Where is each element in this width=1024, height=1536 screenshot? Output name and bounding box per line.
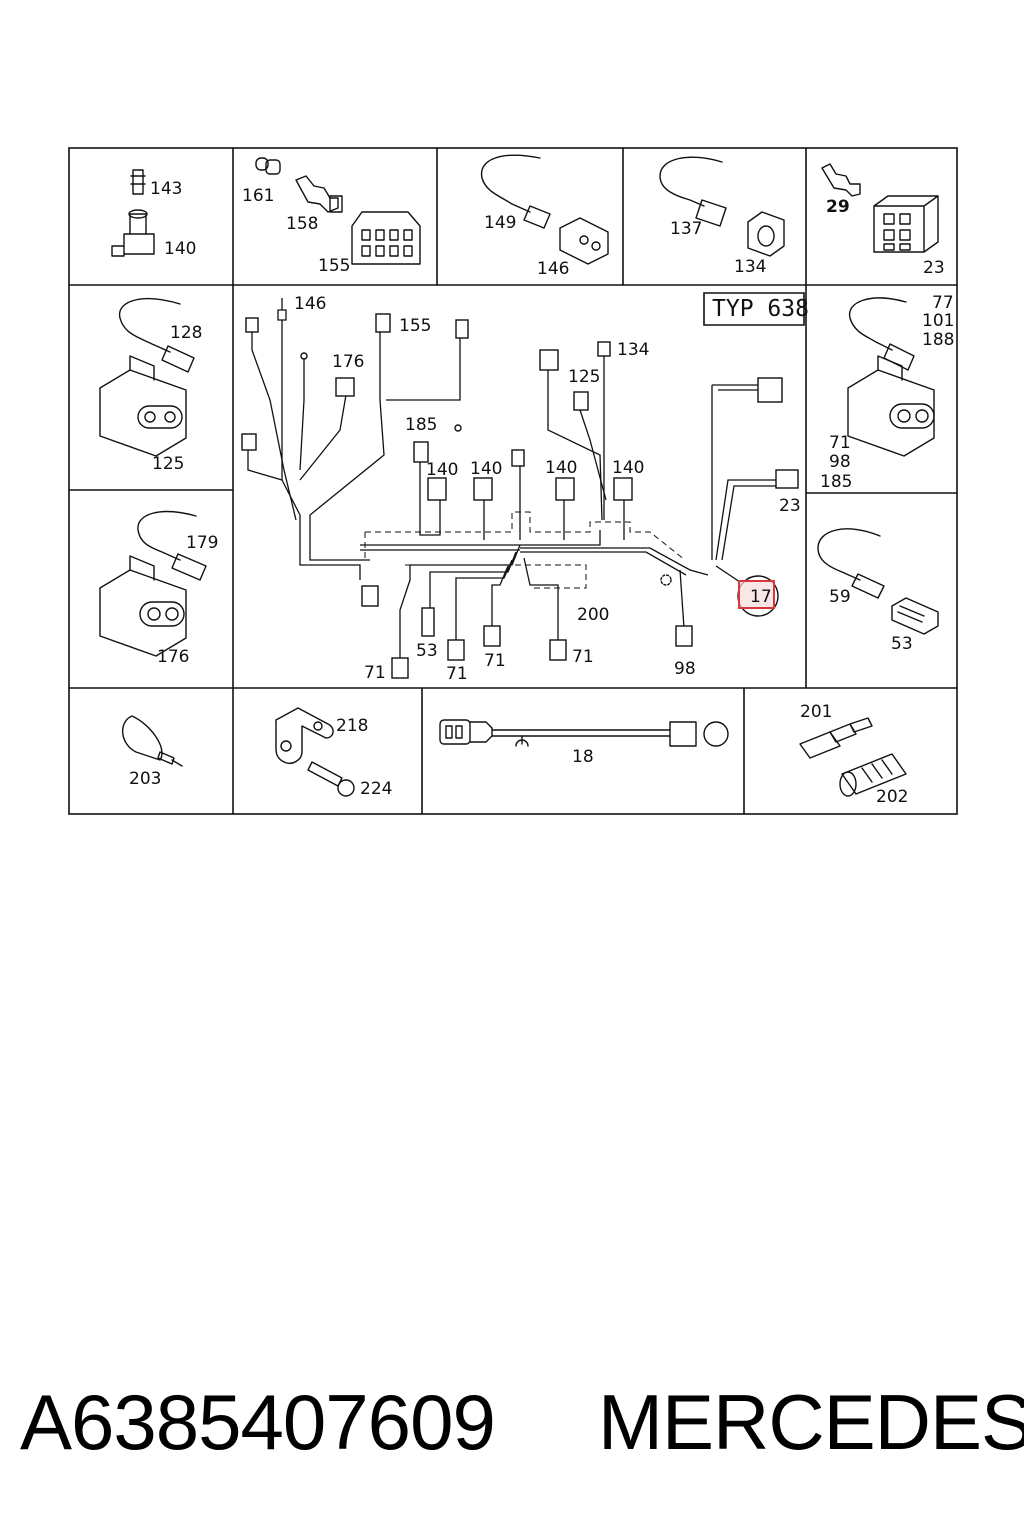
part-125-connector: 125 <box>99 355 187 474</box>
label-harness-98: 98 <box>674 659 696 679</box>
label-202: 202 <box>876 787 908 807</box>
part-155-connector: 155 <box>318 211 421 276</box>
part-218-bracket: 218 <box>275 707 368 764</box>
part-202-fitting: 202 <box>839 753 908 807</box>
part-59-lead: 59 <box>817 528 885 607</box>
part-224-bolt: 224 <box>307 761 392 799</box>
label-161: 161 <box>242 186 274 206</box>
label-224: 224 <box>360 779 392 799</box>
label-71: 71 <box>829 433 851 453</box>
label-harness-23: 23 <box>779 496 801 516</box>
label-77: 77 <box>932 293 954 313</box>
label-harness-71-c: 71 <box>484 651 506 671</box>
part-143-sensor-pin: 143 <box>130 169 182 199</box>
part-number: A6385407609 <box>20 1378 496 1466</box>
label-harness-125: 125 <box>568 367 600 387</box>
highlight-box <box>738 580 775 609</box>
label-harness-53: 53 <box>416 641 438 661</box>
label-harness-146: 146 <box>294 294 326 314</box>
label-188: 188 <box>922 330 954 350</box>
label-125: 125 <box>152 454 184 474</box>
footer: A6385407609 MERCEDES <box>0 1372 1024 1472</box>
part-77-101-188-lead: 77 101 188 <box>848 293 954 371</box>
label-140: 140 <box>164 239 196 259</box>
part-161-plug: 161 <box>242 157 281 206</box>
label-harness-71-d: 71 <box>572 647 594 667</box>
label-134: 134 <box>734 257 766 277</box>
part-203-cable-tie: 203 <box>122 715 183 789</box>
label-158: 158 <box>286 214 318 234</box>
label-18: 18 <box>572 747 594 767</box>
label-harness-140-b: 140 <box>470 459 502 479</box>
label-176: 176 <box>157 647 189 667</box>
label-harness-71-b: 71 <box>446 664 468 684</box>
label-143: 143 <box>150 179 182 199</box>
part-53-connector: 53 <box>891 597 939 654</box>
label-harness-140-c: 140 <box>545 458 577 478</box>
harness-labels: 146 155 176 134 125 185 140 140 140 140 … <box>294 294 801 684</box>
part-146-connector: 146 <box>537 217 609 279</box>
label-185: 185 <box>820 472 852 492</box>
part-71-98-185-connector: 71 98 185 <box>820 355 935 492</box>
part-128-lead: 128 <box>118 298 202 373</box>
label-98: 98 <box>829 452 851 472</box>
label-harness-71-a: 71 <box>364 663 386 683</box>
label-17: 17 <box>750 587 772 607</box>
label-harness-185: 185 <box>405 415 437 435</box>
label-harness-140-d: 140 <box>612 458 644 478</box>
label-203: 203 <box>129 769 161 789</box>
type-label-box: TYP 638 <box>703 292 809 326</box>
label-137: 137 <box>670 219 702 239</box>
label-155: 155 <box>318 256 350 276</box>
label-101: 101 <box>922 311 954 331</box>
part-23-connector: 23 <box>873 195 945 278</box>
label-149: 149 <box>484 213 516 233</box>
part-158-terminal: 158 <box>286 175 343 234</box>
part-201-fitting: 201 <box>799 702 873 759</box>
label-harness-134: 134 <box>617 340 649 360</box>
harness-connectors <box>241 313 799 679</box>
label-harness-176: 176 <box>332 352 364 372</box>
part-179-lead: 179 <box>137 510 218 581</box>
type-label: TYP 638 <box>712 296 809 322</box>
label-harness-155: 155 <box>399 316 431 336</box>
part-18-cable: 18 <box>439 719 729 767</box>
part-29-terminal: 29 <box>821 163 861 217</box>
label-201: 201 <box>800 702 832 722</box>
label-59: 59 <box>829 587 851 607</box>
label-harness-140-a: 140 <box>426 460 458 480</box>
wiring-harness-diagram: 143 140 161 158 155 149 146 137 <box>68 147 958 815</box>
label-146: 146 <box>537 259 569 279</box>
label-23: 23 <box>923 258 945 278</box>
label-128: 128 <box>170 323 202 343</box>
part-137-lead: 137 <box>659 156 727 239</box>
part-176-connector: 176 <box>99 555 189 667</box>
part-149-lead: 149 <box>480 154 551 233</box>
part-140-sensor: 140 <box>111 209 196 259</box>
label-harness-200: 200 <box>577 605 609 625</box>
harness-wires <box>247 298 778 660</box>
highlighted-part-17[interactable]: 17 <box>737 575 779 617</box>
label-218: 218 <box>336 716 368 736</box>
label-179: 179 <box>186 533 218 553</box>
label-53: 53 <box>891 634 913 654</box>
part-134-connector: 134 <box>734 211 785 277</box>
diagram-frame <box>68 147 958 815</box>
brand-name: MERCEDES <box>598 1378 1024 1466</box>
label-29: 29 <box>826 197 850 217</box>
